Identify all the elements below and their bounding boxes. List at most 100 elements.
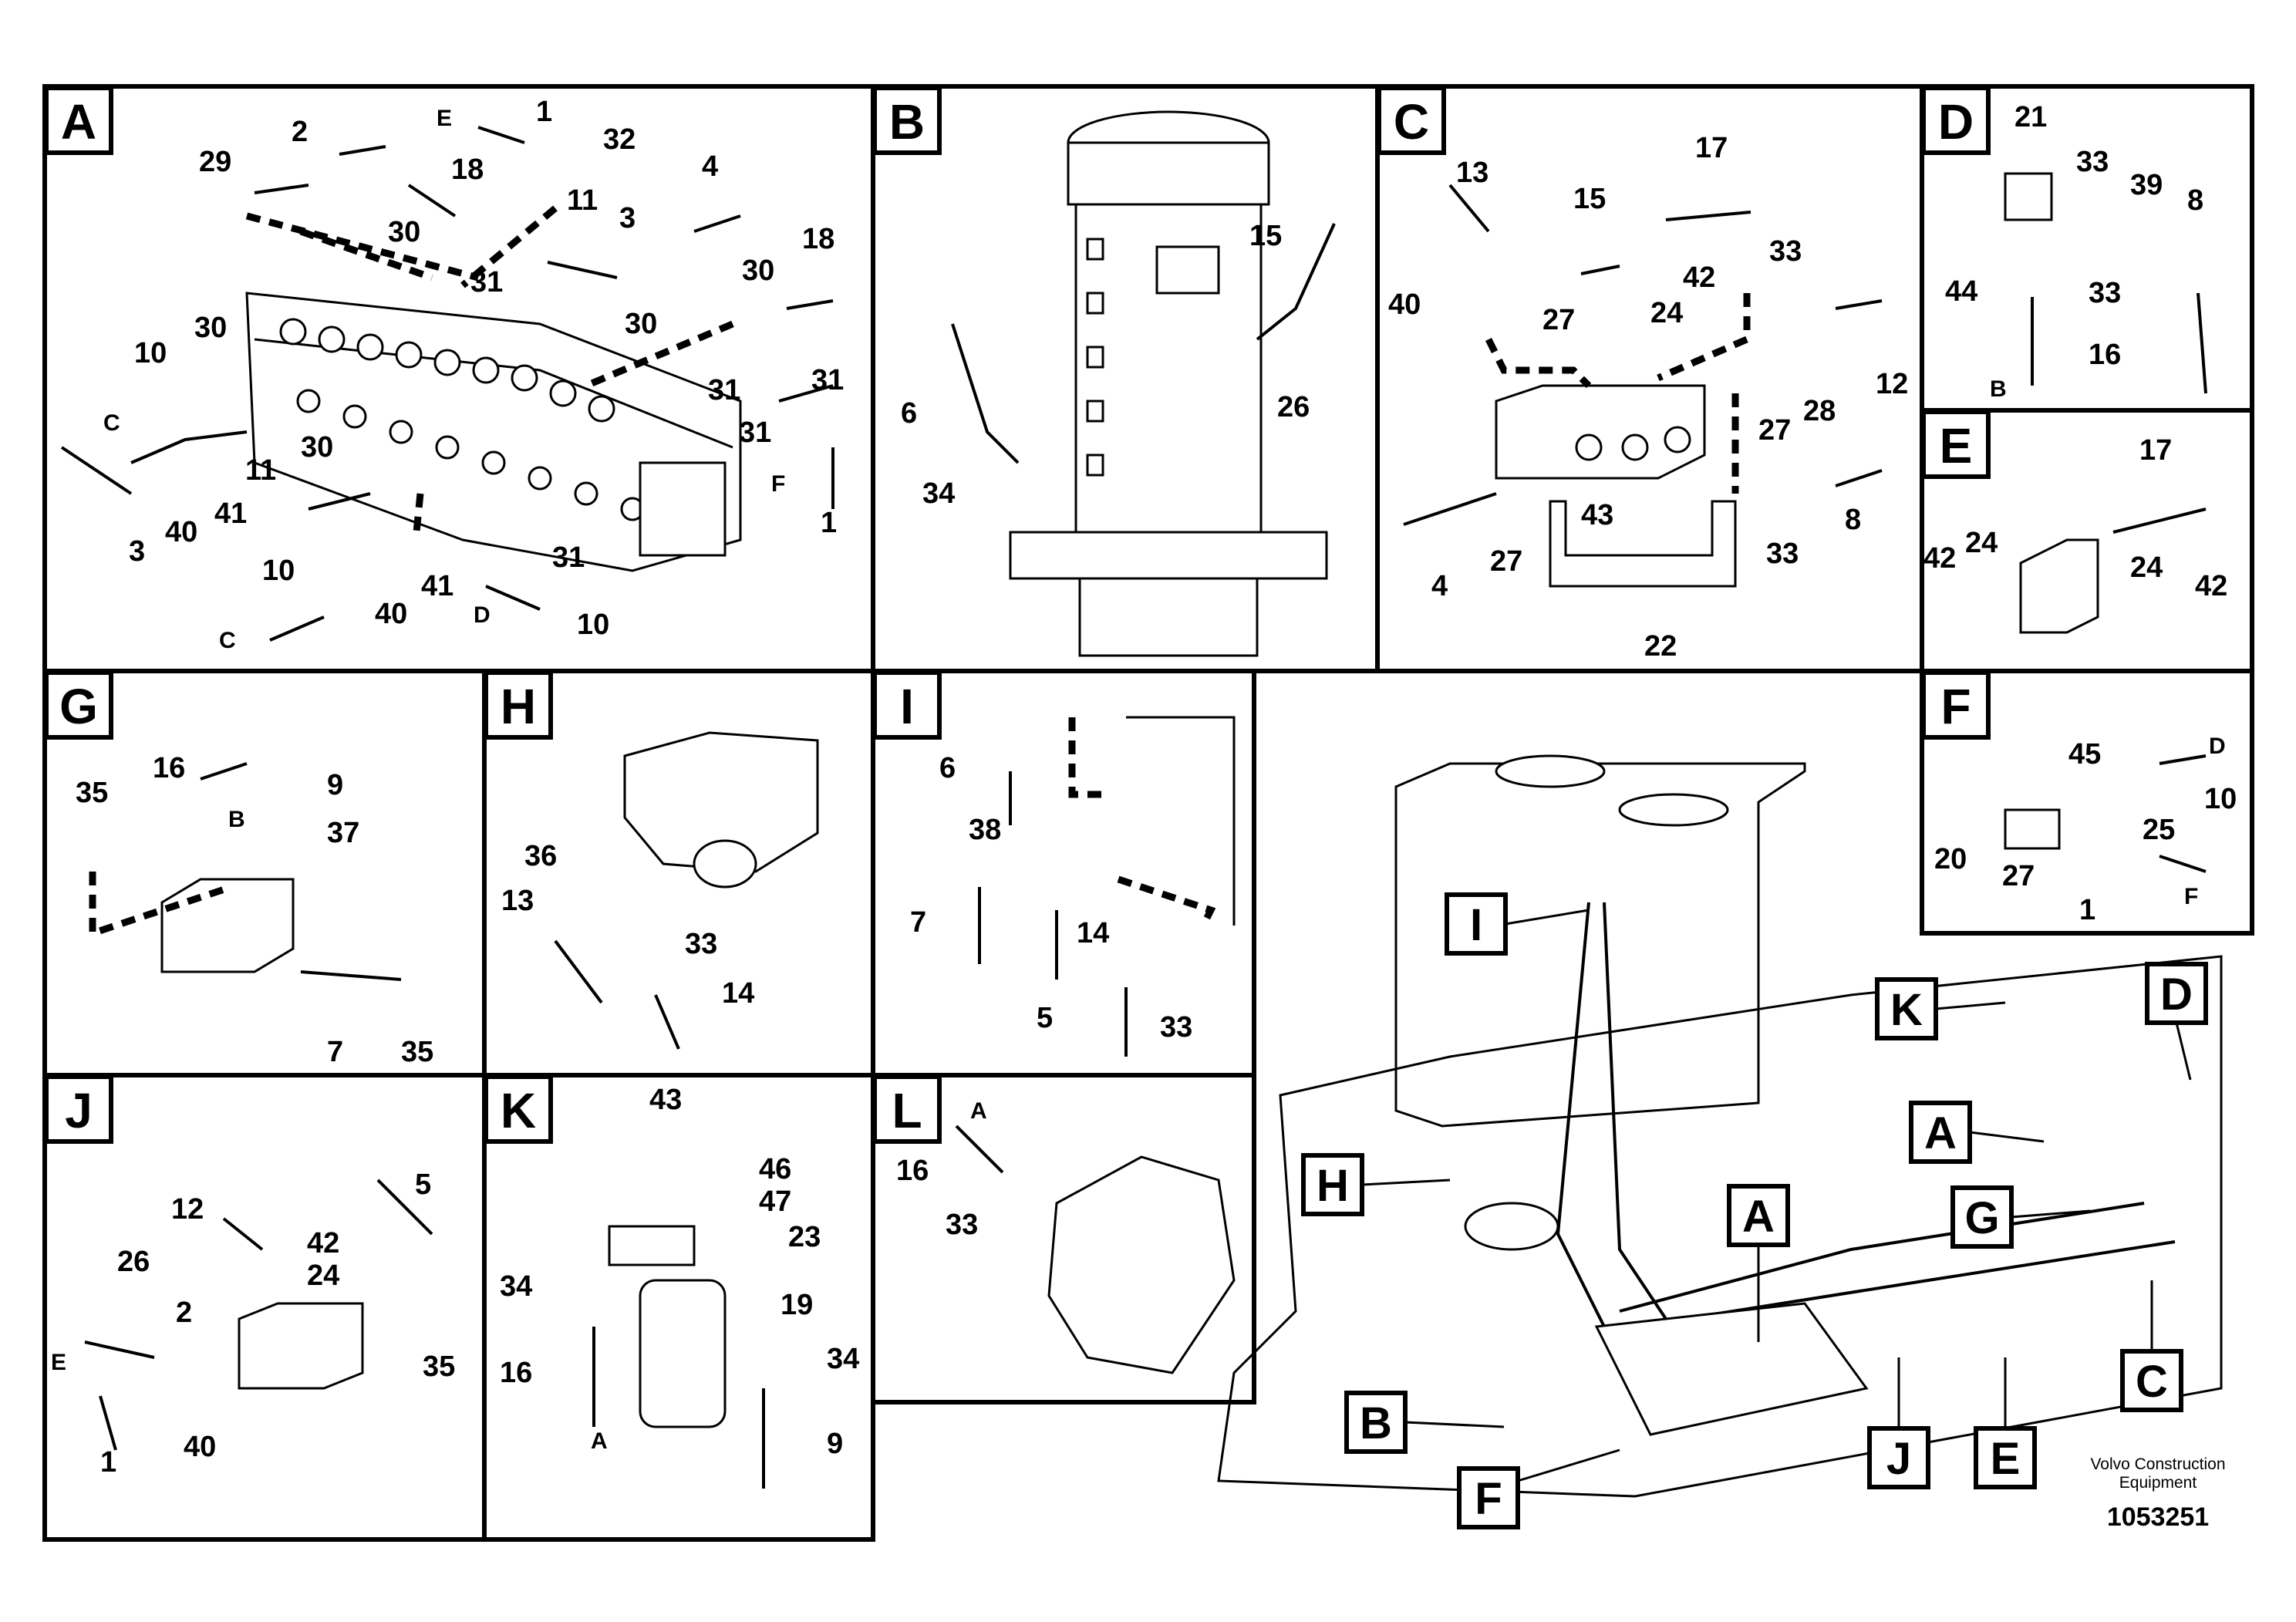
panel-letter-h: H: [484, 670, 553, 740]
dashed-route-2: [299, 228, 433, 282]
label-j-1: 12: [171, 1193, 204, 1226]
label-h-2: 33: [685, 928, 717, 960]
label-a-7: 30: [388, 216, 420, 248]
dashed-route-i2: [1117, 875, 1216, 928]
label-k-4: 34: [500, 1270, 532, 1303]
panel-j-drawing: [84, 1179, 433, 1451]
valve-ports: [279, 318, 645, 521]
label-f-0: 45: [2068, 738, 2101, 771]
panel-k-drawing: [592, 1225, 765, 1489]
label-a-30: C: [219, 628, 236, 653]
hose-1: [477, 126, 525, 144]
panel-frames: [42, 84, 2254, 1542]
panel-letter-c-text: C: [1394, 94, 1429, 150]
overview-hose-3: [1619, 1202, 2145, 1313]
panel-letter-b-text: B: [889, 94, 925, 150]
label-b-2: 26: [1277, 391, 1310, 423]
callout-k-text: K: [1890, 985, 1923, 1035]
callout-i-text: I: [1470, 900, 1482, 950]
hose-1-f: [2159, 855, 2207, 873]
label-c-15: 8: [1845, 504, 1861, 536]
label-g-3: B: [228, 807, 245, 832]
dashed-route-5: [413, 493, 424, 533]
label-c-0: 13: [1456, 157, 1489, 189]
label-j-9: 40: [184, 1431, 216, 1463]
panel-letter-k-text: K: [501, 1083, 536, 1138]
panel-letter-d: D: [1921, 86, 1991, 155]
swivel-collar: [1067, 141, 1270, 206]
label-k-9: 9: [827, 1428, 843, 1460]
dashed-route-3: [460, 205, 558, 288]
label-c-6: 27: [1542, 304, 1575, 336]
label-f-4: 20: [1934, 843, 1967, 875]
label-f-2: 10: [2204, 783, 2237, 815]
label-a-9: 4: [702, 150, 718, 183]
hose-16-g: [200, 762, 248, 781]
block-21: [2004, 172, 2053, 221]
label-a-4: 32: [603, 123, 636, 156]
label-i-1: 38: [969, 814, 1001, 846]
label-a-10: 18: [802, 223, 834, 255]
callout-a-center: A: [1727, 1184, 1790, 1342]
label-a-18: 31: [708, 374, 740, 406]
hose-11: [308, 492, 371, 511]
callout-h: H: [1301, 1153, 1451, 1216]
label-d-4: 44: [1945, 275, 1977, 308]
labels-g: 16 9 35 B 37 7 35: [76, 752, 433, 1068]
panel-l-drawing: [955, 1125, 1236, 1374]
label-g-5: 7: [327, 1036, 343, 1068]
pump-housing-l: [1047, 1155, 1236, 1374]
manifold-g: [160, 878, 295, 973]
tank-outline-i: [1126, 716, 1236, 926]
label-a-5: 18: [451, 153, 484, 186]
callout-h-text: H: [1317, 1161, 1349, 1211]
label-k-6: 34: [827, 1343, 859, 1375]
label-c-3: 33: [1769, 235, 1802, 268]
filter-19: [639, 1279, 727, 1428]
panel-f-frame: [1920, 669, 2254, 936]
labels-i: 6 38 7 14 5 33: [910, 752, 1192, 1044]
labels-j: 5 12 42 26 24 2 E 35 1 40: [51, 1168, 455, 1479]
label-k-0: 43: [649, 1084, 682, 1116]
dashed-route-i1: [1068, 717, 1111, 798]
hose-d: [485, 585, 541, 611]
label-a-11: 31: [470, 266, 503, 298]
hose-8-c: [1835, 469, 1883, 487]
brand-line-2: Equipment: [2119, 1474, 2197, 1492]
hose-4-c: [1403, 492, 1497, 526]
label-b-1: 6: [901, 397, 917, 430]
panel-letter-g: G: [44, 670, 113, 740]
label-a-14: 30: [625, 308, 657, 340]
callout-b-text: B: [1360, 1398, 1392, 1448]
panel-letter-a-text: A: [61, 94, 96, 150]
label-j-7: 35: [423, 1351, 455, 1383]
panel-letter-i-text: I: [900, 679, 914, 734]
label-i-3: 14: [1077, 917, 1109, 949]
overview-control-valve: [1594, 1302, 1869, 1436]
label-a-20: 11: [245, 454, 276, 487]
hose-8-d: [2197, 292, 2207, 394]
labels-c: 13 15 17 33 42 40 27 24 12 28 27 43 4 27…: [1388, 132, 1908, 663]
label-a-13: 30: [194, 312, 227, 344]
hose-5-j: [376, 1179, 433, 1236]
label-e-2: 24: [1965, 527, 1998, 559]
hose-13: [1448, 184, 1490, 233]
label-c-2: 17: [1695, 132, 1728, 164]
label-j-2: 42: [307, 1227, 339, 1259]
panel-letter-a: A: [44, 86, 113, 155]
label-k-8: A: [591, 1428, 608, 1454]
callout-j-text: J: [1886, 1434, 1911, 1484]
label-j-6: E: [51, 1350, 66, 1375]
panel-letter-d-text: D: [1938, 94, 1974, 150]
label-c-4: 42: [1683, 261, 1715, 294]
dashed-route-c1: [1485, 337, 1592, 389]
label-k-1: 46: [759, 1153, 791, 1185]
panel-d-drawing: [2004, 172, 2207, 394]
callout-e: E: [1974, 1357, 2037, 1489]
label-c-1: 15: [1573, 183, 1606, 215]
swivel-side-ports: [1086, 238, 1104, 477]
label-b-3: 34: [922, 477, 955, 510]
pilot-valve-cap: [693, 839, 757, 889]
panel-letter-e-text: E: [1940, 418, 1973, 474]
